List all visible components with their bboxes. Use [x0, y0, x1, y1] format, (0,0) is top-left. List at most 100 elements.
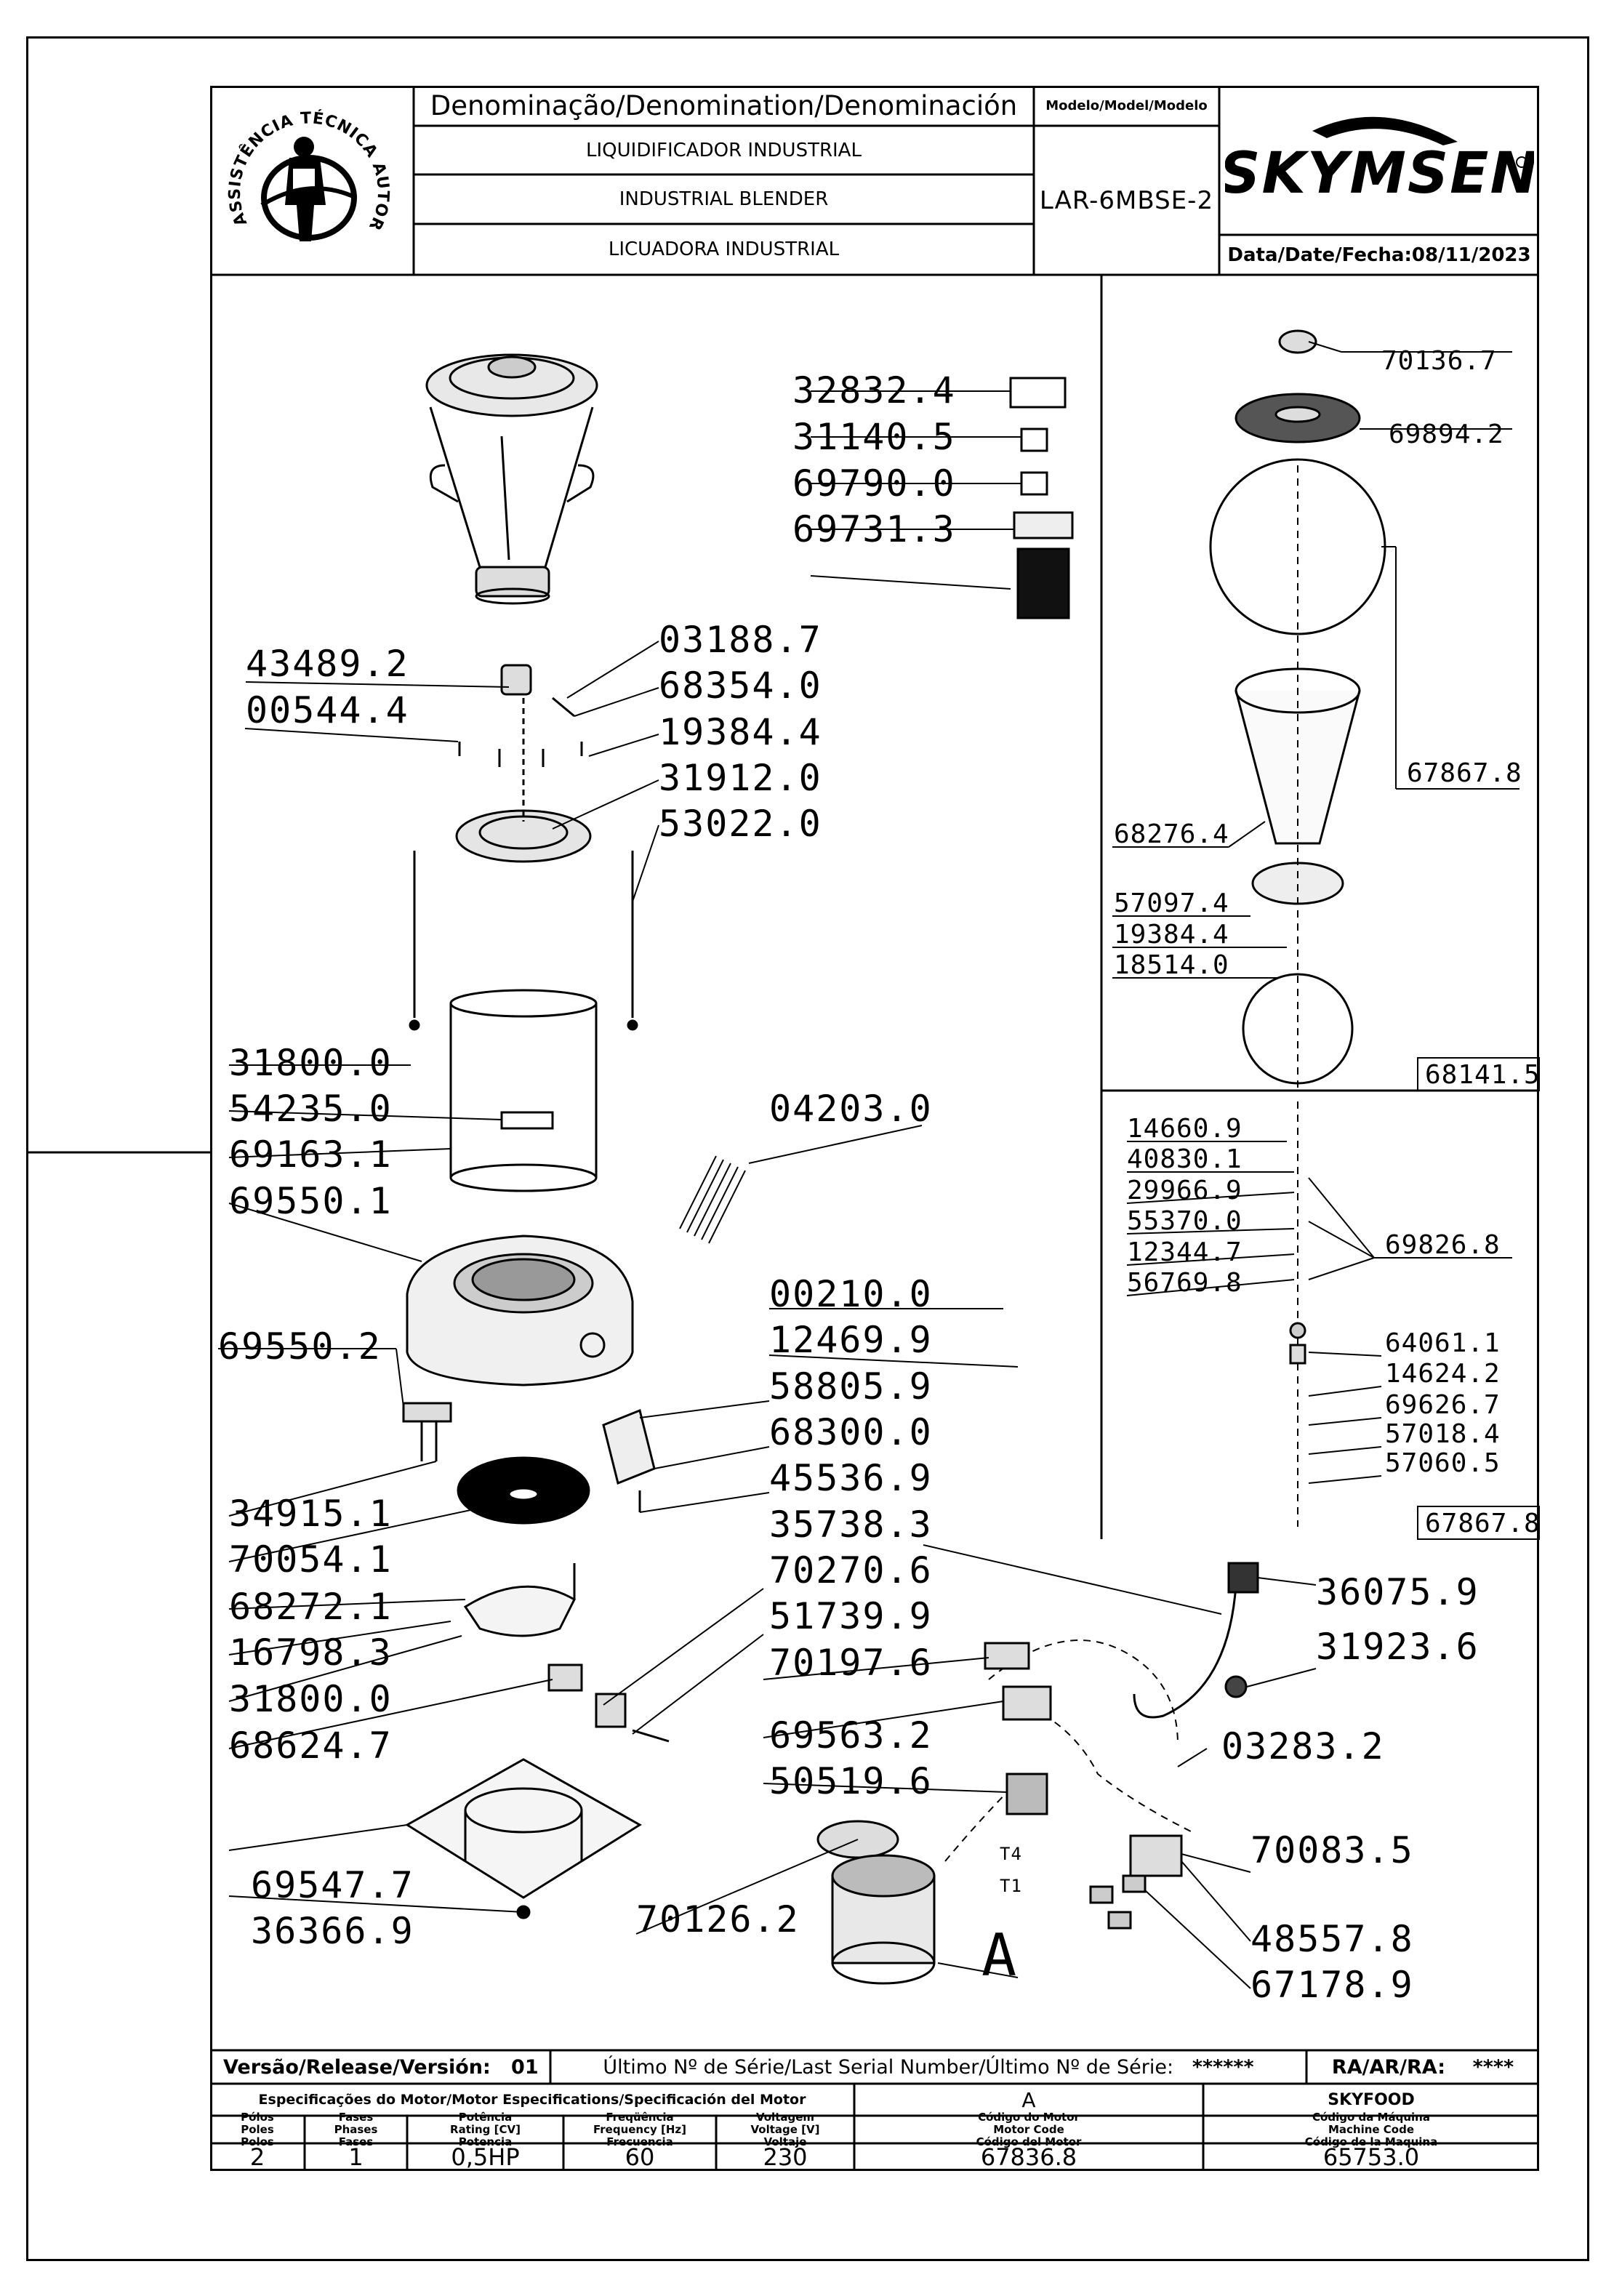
name-portuguese: LIQUIDIFICADOR INDUSTRIAL — [586, 139, 862, 161]
value-machine-code: 65753.0 — [1322, 2143, 1420, 2171]
brand-value: SKYFOOD — [1328, 2090, 1415, 2109]
label-57060-5: 57060.5 — [1385, 1448, 1501, 1478]
authorized-service-seal: ASSISTÊNCIA TÉCNICA AUTORIZADA — [211, 82, 400, 263]
label-19384-4-right: 19384.4 — [1114, 920, 1229, 950]
spring — [679, 1155, 746, 1244]
coupling-group — [455, 664, 592, 863]
base-housing — [406, 1235, 634, 1386]
label-35738-3: 35738.3 — [769, 1504, 933, 1546]
outer-frame — [26, 36, 1589, 2261]
label-31800-0-bottom: 31800.0 — [229, 1678, 393, 1720]
label-69826-8: 69826.8 — [1385, 1230, 1501, 1260]
label-wire-t4: T4 — [1000, 1844, 1022, 1864]
label-55370-0: 55370.0 — [1127, 1206, 1242, 1236]
label-69790-0: 69790.0 — [792, 462, 956, 505]
drawing-frame — [210, 86, 1539, 2171]
label-31800-0-top: 31800.0 — [229, 1042, 393, 1084]
label-68354-0: 68354.0 — [659, 665, 822, 707]
label-70270-6: 70270.6 — [769, 1549, 933, 1591]
label-43489-2: 43489.2 — [246, 643, 409, 685]
date-label: Data/Date/Fecha: — [1227, 244, 1412, 266]
name-english: INDUSTRIAL BLENDER — [619, 188, 829, 210]
label-67867-8-top: 67867.8 — [1407, 758, 1522, 788]
label-69894-2: 69894.2 — [1389, 420, 1504, 449]
label-50519-6: 50519.6 — [769, 1760, 933, 1802]
label-31140-5: 31140.5 — [792, 416, 956, 458]
label-32832-4: 32832.4 — [792, 369, 956, 412]
label-40830-1: 40830.1 — [1127, 1144, 1242, 1174]
label-45536-9: 45536.9 — [769, 1457, 933, 1499]
label-36075-9: 36075.9 — [1316, 1571, 1480, 1613]
serial-row: Último Nº de Série/Last Serial Number/Úl… — [550, 2050, 1306, 2084]
label-03188-7: 03188.7 — [659, 619, 822, 661]
release-row: Versão/Release/Versión: 01 — [210, 2050, 550, 2084]
serial-value: ****** — [1192, 2055, 1254, 2079]
motor-spec-title: Especificações do Motor/Motor Especifica… — [258, 2092, 806, 2108]
base-plate — [405, 1758, 642, 1919]
value-motor-code: 67836.8 — [980, 2143, 1077, 2171]
label-69563-2: 69563.2 — [769, 1714, 933, 1757]
release-value: 01 — [511, 2055, 539, 2079]
label-68141-5: 68141.5 — [1425, 1060, 1541, 1090]
value-voltage: 230 — [763, 2143, 808, 2171]
label-00210-0: 00210.0 — [769, 1273, 933, 1315]
label-53022-0: 53022.0 — [659, 803, 822, 845]
model-title: Modelo/Model/Modelo — [1045, 98, 1208, 113]
denomination-title: Denominação/Denomination/Denominación — [430, 90, 1018, 121]
label-69626-7: 69626.7 — [1385, 1390, 1501, 1420]
label-14624-2: 14624.2 — [1385, 1359, 1501, 1389]
label-31912-0: 31912.0 — [659, 757, 822, 799]
svg-text:SKYMSEN: SKYMSEN — [1225, 141, 1534, 206]
label-70136-7: 70136.7 — [1381, 346, 1497, 376]
cylinder-body — [449, 989, 598, 1192]
label-12469-9: 12469.9 — [769, 1319, 933, 1361]
label-wire-t1: T1 — [1000, 1876, 1022, 1896]
release-label: Versão/Release/Versión: — [223, 2055, 491, 2079]
value-phases: 1 — [348, 2143, 364, 2171]
label-69163-1: 69163.1 — [229, 1133, 393, 1176]
label-19384-4: 19384.4 — [659, 711, 822, 753]
label-67867-8-bottom: 67867.8 — [1425, 1509, 1541, 1538]
label-57097-4: 57097.4 — [1114, 888, 1229, 918]
value-power: 0,5HP — [451, 2143, 520, 2171]
label-48557-8: 48557.8 — [1250, 1918, 1414, 1960]
date-value: 08/11/2023 — [1411, 244, 1531, 266]
value-frequency: 60 — [625, 2143, 655, 2171]
label-69547-7: 69547.7 — [251, 1864, 414, 1906]
label-04203-0: 04203.0 — [769, 1088, 933, 1130]
label-70126-2: 70126.2 — [636, 1898, 800, 1940]
motor-letter: A — [1021, 2087, 1036, 2112]
label-12344-7: 12344.7 — [1127, 1237, 1242, 1267]
label-03283-2: 03283.2 — [1221, 1725, 1385, 1767]
label-70197-6: 70197.6 — [769, 1642, 933, 1684]
label-36366-9: 36366.9 — [251, 1910, 414, 1952]
label-34915-1: 34915.1 — [229, 1493, 393, 1535]
label-58805-9: 58805.9 — [769, 1365, 933, 1408]
label-56769-8: 56769.8 — [1127, 1268, 1242, 1298]
label-67178-9: 67178.9 — [1250, 1964, 1414, 2006]
model-value: LAR-6MBSE-2 — [1039, 185, 1214, 215]
label-64061-1: 64061.1 — [1385, 1328, 1501, 1358]
value-poles: 2 — [249, 2143, 265, 2171]
label-69550-1: 69550.1 — [229, 1180, 393, 1222]
label-51739-9: 51739.9 — [769, 1595, 933, 1637]
label-68300-0: 68300.0 — [769, 1411, 933, 1453]
label-68624-7: 68624.7 — [229, 1725, 393, 1767]
label-69550-2: 69550.2 — [218, 1325, 382, 1368]
label-68272-1: 68272.1 — [229, 1586, 393, 1628]
label-70054-1: 70054.1 — [229, 1538, 393, 1581]
jar-assembly — [425, 353, 598, 605]
label-70083-5: 70083.5 — [1250, 1829, 1414, 1871]
label-31923-6: 31923.6 — [1316, 1626, 1480, 1668]
date-row: Data/Date/Fecha:08/11/2023 — [1219, 235, 1539, 275]
ra-label: RA/AR/RA: — [1331, 2055, 1445, 2079]
label-69731-3: 69731.3 — [792, 508, 956, 550]
